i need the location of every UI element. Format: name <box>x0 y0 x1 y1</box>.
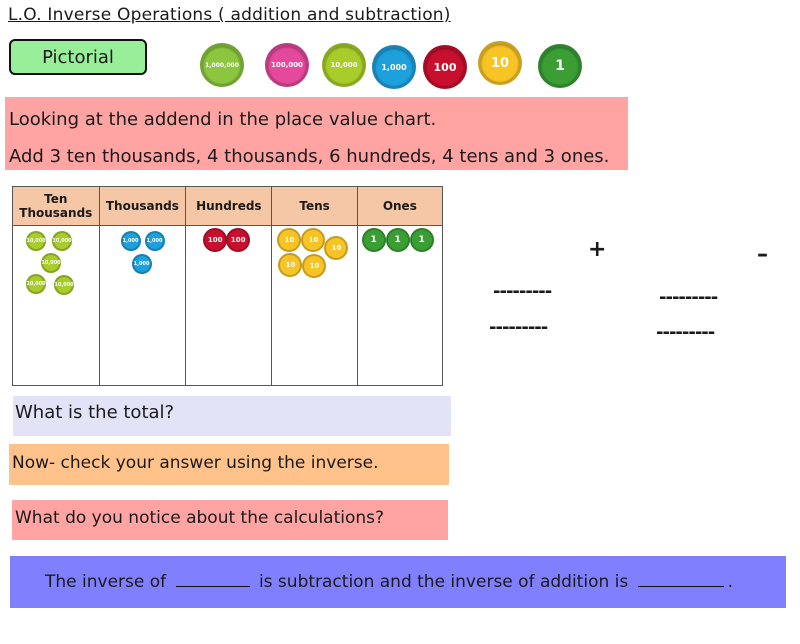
counter-10-icon: 10 <box>302 254 327 278</box>
header-ones: Ones <box>356 186 444 226</box>
cell-tens: 10 10 10 10 10 <box>271 225 358 386</box>
plus-sign: + <box>588 237 607 262</box>
counter-100-icon: 100 <box>226 228 251 252</box>
header-ten-thousands: Ten Thousands <box>12 186 100 226</box>
counter-10000-icon: 10,000 <box>41 253 61 273</box>
counter-1-icon: 1 <box>385 228 410 252</box>
counter-1000-icon: 1,000 <box>120 231 141 251</box>
question-total: What is the total? <box>13 396 451 436</box>
counter-10-icon: 10 <box>277 228 302 252</box>
instruction-line-2: Add 3 ten thousands, 4 thousands, 6 hund… <box>9 146 610 167</box>
counter-10000-icon: 10,000 <box>54 275 74 295</box>
coin-1-icon: 1 <box>538 44 582 88</box>
counter-100-icon: 100 <box>203 228 228 252</box>
cell-thousands: 1,000 1,000 1,000 <box>98 225 187 386</box>
pictorial-label: Pictorial <box>9 39 147 75</box>
cell-ten-thousands: 10,000 10,000 10,000 10,000 10,000 <box>12 225 100 386</box>
counter-10-icon: 10 <box>278 253 303 277</box>
counter-1000-icon: 1,000 <box>144 231 165 251</box>
header-tens: Tens <box>271 186 358 226</box>
counter-10000-icon: 10,000 <box>26 274 46 294</box>
coin-100-icon: 100 <box>423 45 467 89</box>
coin-1000-icon: 1,000 <box>372 45 416 89</box>
coin-10000-icon: 10,000 <box>322 43 366 87</box>
counter-1-icon: 1 <box>361 228 386 252</box>
sentence-part-2: is subtraction and the inverse of additi… <box>258 572 629 592</box>
counter-10000-icon: 10,000 <box>26 231 46 251</box>
question-notice: What do you notice about the calculation… <box>12 500 448 540</box>
subtraction-line-1: --------- <box>659 287 718 308</box>
cell-hundreds: 100 100 <box>185 225 273 386</box>
answer-blank-1[interactable] <box>175 572 250 587</box>
page-title: L.O. Inverse Operations ( addition and s… <box>8 5 451 25</box>
counter-10-icon: 10 <box>324 236 349 260</box>
header-thousands: Thousands <box>98 186 187 226</box>
header-hundreds: Hundreds <box>185 186 273 226</box>
counter-1000-icon: 1,000 <box>131 254 152 274</box>
place-value-chart: Ten Thousands Thousands Hundreds Tens On… <box>12 186 444 386</box>
subtraction-line-2: --------- <box>656 322 715 343</box>
cell-ones: 1 1 1 <box>356 225 444 386</box>
coin-1000000-icon: 1,000,000 <box>200 43 244 87</box>
counter-1-icon: 1 <box>409 228 434 252</box>
question-check: Now- check your answer using the inverse… <box>9 444 449 485</box>
answer-blank-2[interactable] <box>637 572 724 587</box>
counter-10000-icon: 10,000 <box>52 231 72 251</box>
sentence-end: . <box>727 572 734 592</box>
addition-line-1: --------- <box>493 281 552 302</box>
sentence-part-1: The inverse of <box>45 572 167 592</box>
inverse-sentence: The inverse of is subtraction and the in… <box>10 556 786 608</box>
addition-line-2: --------- <box>489 317 548 338</box>
instruction-box: Looking at the addend in the place value… <box>5 97 628 170</box>
coin-100000-icon: 100,000 <box>265 43 309 87</box>
counter-10-icon: 10 <box>301 228 326 252</box>
instruction-line-1: Looking at the addend in the place value… <box>9 109 437 130</box>
coin-10-icon: 10 <box>478 41 522 85</box>
pictorial-text: Pictorial <box>42 46 114 68</box>
minus-sign: – <box>757 242 768 267</box>
